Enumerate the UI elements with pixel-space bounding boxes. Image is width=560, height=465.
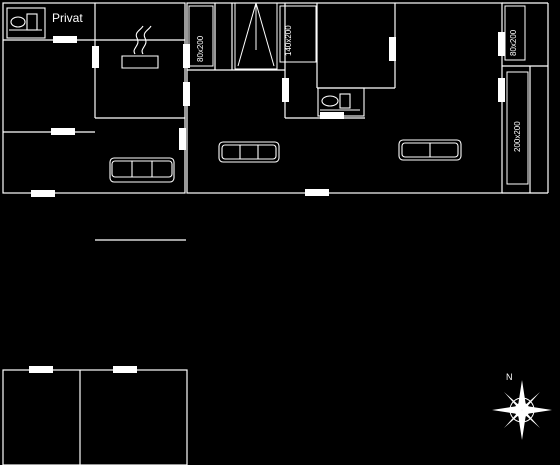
compass-rose-icon: N (492, 372, 552, 440)
beds (188, 5, 529, 185)
sofa-icon (218, 141, 280, 163)
outbuilding-outline (2, 369, 188, 465)
door-opening (51, 128, 75, 135)
door-opening (498, 32, 505, 56)
stove-icon (121, 25, 159, 69)
door-opening (498, 78, 505, 102)
main-room-outline (186, 2, 503, 194)
door-opening (183, 44, 190, 68)
bed-size-label: 200x200 (513, 121, 522, 152)
sofa-icon (398, 139, 462, 161)
door-opening (53, 36, 77, 43)
window-opening (113, 366, 137, 373)
bed (279, 5, 317, 63)
private-label: Privat (52, 11, 83, 25)
window-opening (29, 366, 53, 373)
walls (2, 2, 549, 465)
sofa-icon (109, 157, 175, 183)
bed-size-label: 80x200 (196, 35, 205, 62)
bed (504, 5, 526, 61)
bed-size-label: 140x200 (284, 25, 293, 56)
bed (506, 71, 529, 185)
bed-labels: 80x200 140x200 80x200 200x200 (196, 25, 522, 152)
door-opening (282, 78, 289, 102)
door-opening (179, 128, 186, 150)
bed-size-label: 80x200 (509, 29, 518, 56)
west-wing-outline (2, 2, 186, 194)
toilet-icon (317, 87, 365, 117)
toilet-icon (6, 7, 46, 39)
window-opening (31, 190, 55, 197)
stairs-icon (234, 2, 278, 70)
openings (29, 32, 505, 373)
door-opening (92, 46, 99, 68)
door-opening (389, 37, 396, 61)
window-opening (305, 189, 329, 196)
door-opening (183, 82, 190, 106)
compass-north-label: N (506, 372, 513, 382)
bed (188, 5, 214, 67)
